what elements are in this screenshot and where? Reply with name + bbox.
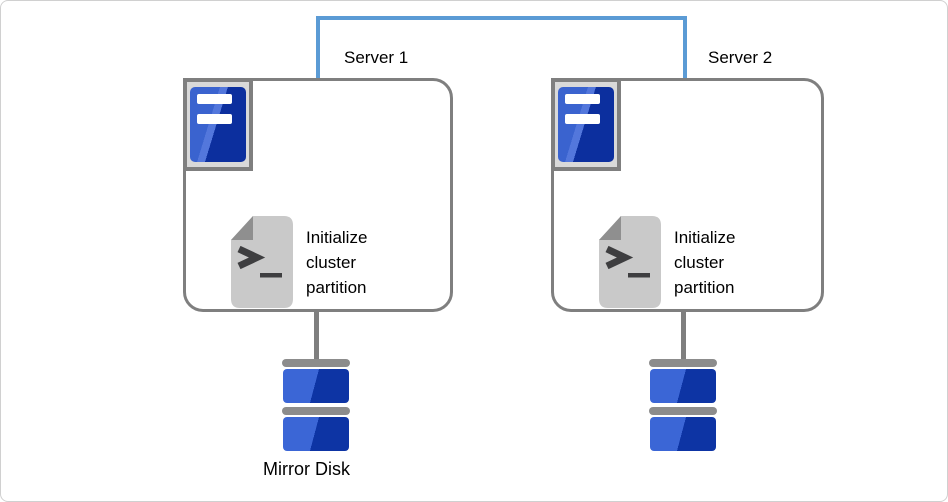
server2-label: Server 2 xyxy=(708,48,773,67)
script-terminal-icon xyxy=(599,216,661,308)
tower-slot-bar xyxy=(565,94,600,104)
disk-cap-bar xyxy=(282,359,350,367)
server-tower-icon xyxy=(190,87,246,162)
server1-host-badge xyxy=(183,78,253,171)
disk-cap-bar xyxy=(282,407,350,415)
server2-disk-connector-line xyxy=(681,310,686,360)
mirror-disk-icon xyxy=(649,359,717,452)
disk-platter xyxy=(650,417,716,451)
disk-platter xyxy=(283,417,349,451)
mirror-disk-icon xyxy=(282,359,350,452)
disk-cap-bar xyxy=(649,407,717,415)
server1-action-label: Initialize cluster partition xyxy=(306,227,368,297)
disk-platter xyxy=(650,369,716,403)
server2-host-badge xyxy=(551,78,621,171)
server1-box: Initialize cluster partition xyxy=(183,78,453,312)
server1-label: Server 1 xyxy=(344,48,409,67)
disk-cap-bar xyxy=(649,359,717,367)
server2-action-label: Initialize cluster partition xyxy=(674,227,736,297)
server2-action-row: Initialize cluster partition xyxy=(599,216,774,308)
tower-slot-bar xyxy=(197,114,232,124)
server1-disk-connector-line xyxy=(314,312,319,360)
script-terminal-icon xyxy=(231,216,293,308)
tower-slot-bar xyxy=(565,114,600,124)
server1-action-row: Initialize cluster partition xyxy=(231,216,406,308)
interconnect-line xyxy=(316,16,687,78)
tower-slot-bar xyxy=(197,94,232,104)
disk-platter xyxy=(283,369,349,403)
mirror-disk-label: Mirror Disk xyxy=(263,459,350,479)
server-tower-icon xyxy=(558,87,614,162)
